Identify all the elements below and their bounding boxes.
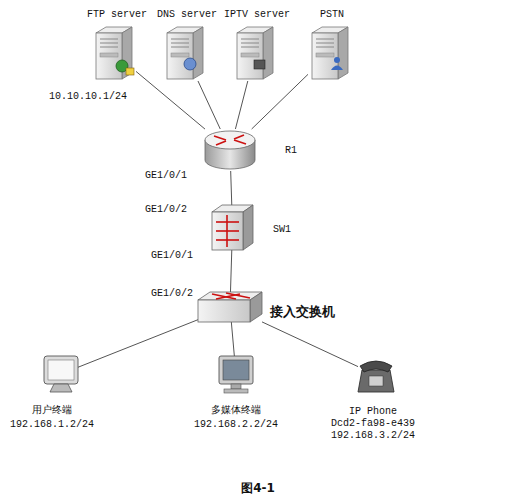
monitor-stand xyxy=(231,384,241,389)
red-arrow xyxy=(234,140,246,144)
monitor-frame xyxy=(44,356,78,384)
network-device: PSTN xyxy=(308,25,352,81)
device-label: 192.168.3.2/24 xyxy=(331,430,415,442)
port-label: GE1/0/2 xyxy=(145,204,187,216)
network-device: IPTV server xyxy=(233,25,277,81)
network-link xyxy=(231,322,234,356)
switch-front xyxy=(198,300,250,322)
device-label: IP Phone xyxy=(349,406,397,418)
router-top xyxy=(205,131,255,149)
device-label: DNS server xyxy=(157,9,217,21)
iptv-server-icon xyxy=(237,27,273,79)
switch-side xyxy=(250,292,262,322)
monitor-stand xyxy=(50,384,72,392)
device-label: SW1 xyxy=(273,224,291,236)
network-link xyxy=(136,71,205,129)
device-label: 多媒体终端 xyxy=(211,405,261,417)
red-arrow xyxy=(226,215,228,247)
router-arrows xyxy=(214,135,246,145)
figure-caption: 图4-1 xyxy=(241,482,275,494)
network-link xyxy=(231,171,232,205)
pstn-server-icon xyxy=(312,27,348,79)
switch-arrows xyxy=(212,293,250,299)
globe-badge xyxy=(184,58,196,70)
device-label: FTP server xyxy=(87,9,147,21)
network-link xyxy=(252,74,308,129)
network-link xyxy=(262,322,358,367)
network-device: 用户终端192.168.1.2/24 xyxy=(44,356,78,392)
network-link xyxy=(235,81,247,129)
red-arrow xyxy=(216,141,226,145)
red-arrow xyxy=(234,135,244,139)
phone-base xyxy=(358,370,394,392)
monitor-frame xyxy=(219,356,253,384)
device-label: 接入交换机 xyxy=(270,306,335,318)
network-device: IP PhoneDcd2-fa98-e439192.168.3.2/24 xyxy=(358,358,394,392)
port-label: GE1/0/1 xyxy=(145,170,187,182)
red-arrow xyxy=(216,294,240,299)
dns-server-icon xyxy=(167,27,203,79)
monitor-screen xyxy=(223,360,249,380)
phone-handset xyxy=(360,361,392,372)
switch-arrows xyxy=(216,215,239,247)
device-label: PSTN xyxy=(320,9,344,21)
device-label: IPTV server xyxy=(224,9,290,21)
device-label: 用户终端 xyxy=(32,405,72,417)
network-link xyxy=(78,320,198,368)
red-arrow xyxy=(214,136,226,140)
phone-keypad xyxy=(369,376,383,386)
device-label: 192.168.2.2/24 xyxy=(194,419,278,431)
media-badge xyxy=(254,60,265,69)
network-device: 接入交换机 xyxy=(198,292,262,322)
network-link xyxy=(198,81,220,129)
device-label: 10.10.10.1/24 xyxy=(49,91,127,103)
network-device: R1 xyxy=(205,129,255,171)
network-link xyxy=(230,250,231,292)
switch-side xyxy=(243,205,253,250)
folder-badge xyxy=(126,68,134,75)
network-device: 多媒体终端192.168.2.2/24 xyxy=(219,356,253,393)
port-label: GE1/0/2 xyxy=(151,288,193,300)
device-label: R1 xyxy=(285,145,297,157)
switch-front xyxy=(212,212,243,250)
monitor-screen xyxy=(48,360,74,380)
person-badge xyxy=(331,66,343,71)
person-badge xyxy=(334,57,340,63)
device-label: 192.168.1.2/24 xyxy=(10,419,94,431)
device-label: Dcd2-fa98-e439 xyxy=(331,418,415,430)
monitor-base xyxy=(224,389,248,393)
port-label: GE1/0/1 xyxy=(151,250,193,262)
network-device: DNS server xyxy=(163,25,207,81)
network-device: FTP server10.10.10.1/24 xyxy=(92,25,136,81)
network-device: SW1 xyxy=(212,205,253,250)
